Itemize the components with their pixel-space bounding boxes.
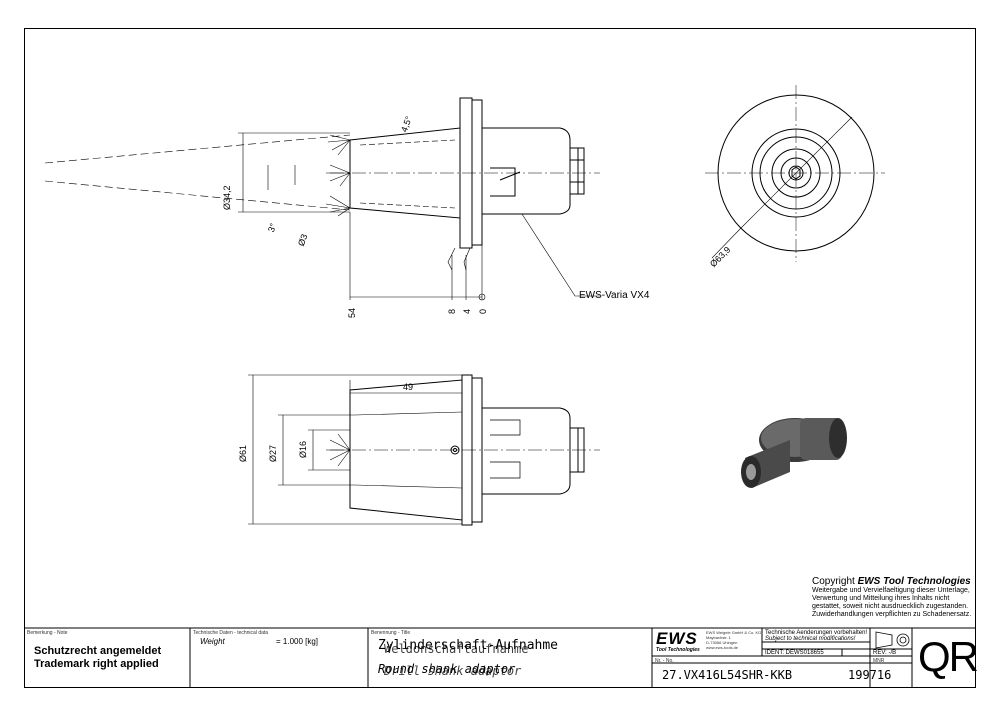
- remark-line-1: Schutzrecht angemeldet: [34, 645, 162, 657]
- copyright-line-2: Verwertung und Mitteilung ihres Inhalts …: [812, 595, 950, 602]
- company-address: EWS Weigele GmbH & Co. KG Maybachstr. 1 …: [706, 630, 761, 650]
- company-line-4: www.ews-tools.de: [706, 645, 739, 650]
- remark-caption: Bemerkung - Note: [27, 630, 68, 636]
- copyright-title: Copyright EWS Tool Technologies: [812, 576, 982, 587]
- title-german: Zylinderschaft-Aufnahme: [378, 638, 559, 653]
- title-caption: Benennung - Title: [371, 630, 411, 636]
- section-view: [248, 374, 600, 526]
- dim-dia-34-2: Ø34,2: [222, 185, 232, 210]
- company-line-3: D-73066 Uhingen: [706, 640, 738, 645]
- dim-length-4: 4: [462, 308, 472, 314]
- title-english-overlay: Drill shank adaptor: [384, 664, 522, 678]
- company-line-2: Maybachstr. 1: [706, 635, 731, 640]
- title-block-lines: [24, 627, 976, 688]
- dim-dia-16: Ø16: [298, 440, 308, 458]
- dim-length-54: 54: [347, 307, 357, 318]
- copyright-line-1: Weitergabe und Vervielfaeltigung dieser …: [812, 587, 970, 594]
- side-view: [44, 97, 600, 301]
- copyright-line-4: Zuwiderhandlungen verpflichten zu Schade…: [812, 611, 972, 618]
- copyright-brand: EWS Tool Technologies: [857, 576, 971, 587]
- drawing-frame: [24, 28, 976, 688]
- weight-value: = 1.000 [kg]: [276, 637, 319, 646]
- dim-length-0: 0: [478, 308, 488, 314]
- ident-number: IDENT: DEWS018655: [765, 650, 824, 656]
- front-view: [705, 85, 885, 262]
- dim-dia-27: Ø27: [268, 444, 278, 462]
- subject-german: Technische Aenderungen vorbehalten!: [765, 630, 868, 636]
- copyright-line-3: gestattet, soweit nicht ausdruecklich zu…: [812, 603, 969, 610]
- drawing-number: 27.VX416L54SHR-KKB: [662, 668, 793, 682]
- qr-mark: QR: [918, 633, 979, 680]
- title-english: Round shank adaptor: [378, 662, 516, 676]
- dim-length-8: 8: [447, 308, 457, 314]
- company-line-1: EWS Weigele GmbH & Co. KG: [706, 630, 762, 635]
- copyright-notice: Copyright EWS Tool Technologies Weiterga…: [812, 576, 982, 619]
- ews-logo-sub: Tool Technologies: [656, 647, 700, 653]
- ews-logo: EWS: [656, 629, 698, 648]
- copyright-prefix: Copyright: [812, 576, 858, 587]
- dim-length-49: 49: [403, 382, 414, 392]
- product-3d-render: [741, 418, 847, 488]
- mnr-number: 199716: [848, 668, 892, 682]
- leader-label: EWS-Varia VX4: [579, 290, 650, 301]
- weight-label: Weight: [200, 637, 225, 646]
- subject-english: Subject to technical modifications!: [765, 636, 856, 642]
- number-caption: Nr. - No.: [655, 658, 674, 664]
- dim-dia-61: Ø61: [238, 444, 248, 462]
- techdata-caption: Technische Daten - technical data: [193, 630, 269, 636]
- revision: REV: -/B: [873, 650, 897, 656]
- projection-symbol: [875, 631, 910, 649]
- mnr-caption: MNR: [873, 658, 885, 664]
- remark-line-2: Trademark right applied: [34, 658, 159, 670]
- title-german-overlay: Weldonschaftaufnahme: [384, 642, 529, 656]
